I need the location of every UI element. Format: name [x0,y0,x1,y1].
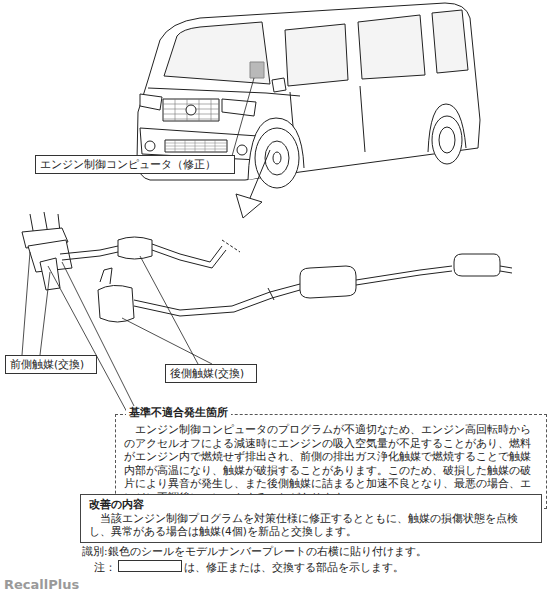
note-prefix: 注： [94,561,116,573]
leader-line [22,252,30,355]
vehicle-drawing [285,24,348,86]
exhaust-system [500,266,512,273]
callout-box: 前側触媒(交換) [5,355,97,374]
exhaust-system [62,252,118,260]
vehicle-drawing [164,22,270,84]
vehicle-drawing [237,145,247,155]
leader-line [232,78,254,156]
marker-box [118,560,182,572]
exhaust-system [300,266,356,298]
exhaust-system [60,246,118,254]
remedy-box: 改善の内容当該エンジン制御プログラムを対策仕様に修正するとともに、触媒の損傷状態… [80,494,542,543]
vehicle-drawing [432,10,468,73]
exhaust-system [356,271,452,285]
box-body: 当該エンジン制御プログラムを対策仕様に修正するとともに、触媒の損傷状態を点検し、… [89,512,535,539]
vehicle-drawing [273,152,281,164]
vehicle-drawing [358,15,425,79]
vehicle-drawing [186,105,196,115]
note-text: は、修正または、交換する部品を示します。 [184,561,404,573]
watermark: RecallPlus [4,578,79,591]
vehicle-drawing [272,78,286,92]
exhaust-system [152,250,226,268]
vehicle-drawing [140,94,162,110]
vehicle-drawing [255,128,299,188]
pointer-arrow [236,150,270,218]
vehicle-drawing [250,62,264,78]
exhaust-system [134,290,300,316]
vehicle-drawing [165,140,227,152]
leader-line [122,318,212,364]
vehicle-drawing [163,99,219,121]
vehicle-drawing [439,127,455,153]
leader-line [140,256,198,364]
pointer-arrow [236,194,262,218]
callout-label: 後側触媒(交換) [170,365,252,381]
vehicle-drawing [163,99,219,121]
exhaust-system [22,212,512,322]
leader-line [40,272,50,355]
exhaust-system [100,268,112,284]
vehicle-drawing [165,140,227,152]
vehicle-drawing [222,99,256,116]
exhaust-system [222,240,240,252]
exhaust-system [268,288,274,300]
callout-box: エンジン制御コンピュータ（修正） [35,155,235,174]
box-heading: 基準不適合発生箇所 [126,406,231,420]
exhaust-system [152,244,222,262]
leader-line [48,266,128,414]
vehicle-drawing [137,3,480,180]
callout-label: エンジン制御コンピュータ（修正） [40,156,230,172]
exhaust-system [118,237,152,259]
identification-note: 識別:銀色のシールをモデルナンバープレートの右横に貼り付けます。 [82,545,427,558]
exhaust-system [98,285,134,322]
pointer-arrow [250,150,270,198]
leader-line [62,262,138,414]
callout-label: 前側触媒(交換) [10,356,92,372]
box-body: エンジン制御コンピュータのプログラムが不適切なため、エンジン高回転時からのアクセ… [124,423,540,504]
callout-box: 後側触媒(交換) [165,364,257,383]
legend-note: 注： は、修正または、交換する部品を示します。 [94,560,404,574]
exhaust-system [454,254,500,276]
vehicle-drawing [145,141,155,151]
vehicle-drawing [432,116,462,164]
vehicle-drawing [265,141,289,175]
box-heading: 改善の内容 [89,498,535,512]
